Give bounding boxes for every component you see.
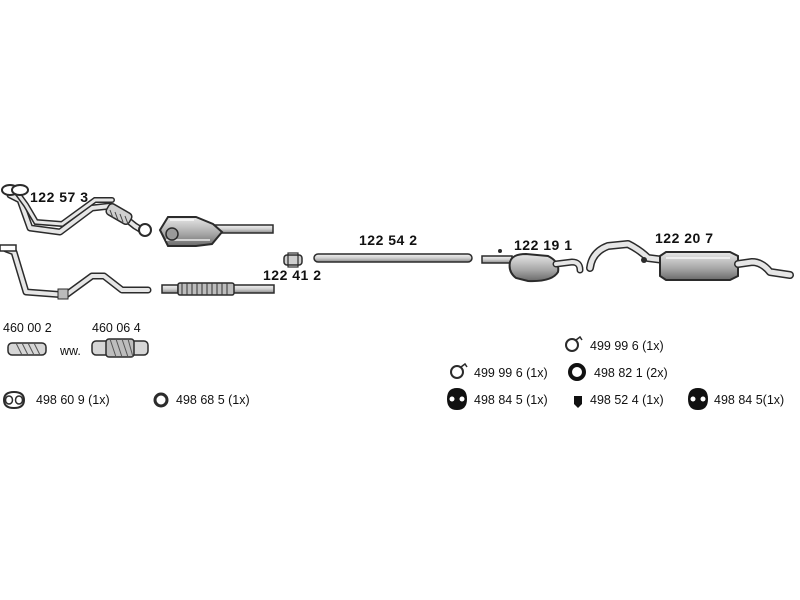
label-clamp-mid: 499 99 6 (1x): [474, 366, 548, 380]
label-ring: 498 68 5 (1x): [176, 393, 250, 407]
front-pipe-variant: [0, 244, 152, 300]
clamp-part: [283, 252, 303, 268]
label-rubber: 498 52 4 (1x): [590, 393, 664, 407]
rear-silencer: [586, 240, 794, 281]
middle-silencer: [481, 249, 584, 283]
label-front-pipe: 122 57 3: [30, 189, 89, 205]
flex-piece-b: [91, 338, 149, 358]
rubber-mount-icon: [574, 396, 582, 408]
label-clamp: 122 41 2: [263, 267, 322, 283]
clamp-icon-2: [450, 362, 468, 379]
flex-pipe: [161, 282, 275, 296]
hanger-icon-b: [688, 388, 708, 410]
label-hanger-a: 498 84 5 (1x): [474, 393, 548, 407]
label-rear-silencer: 122 20 7: [655, 230, 714, 246]
gasket-icon: [2, 390, 26, 410]
label-flex-a: 460 00 2: [3, 321, 52, 335]
label-ring-mid: 498 82 1 (2x): [594, 366, 668, 380]
label-center-pipe: 122 54 2: [359, 232, 418, 248]
label-gasket: 498 60 9 (1x): [36, 393, 110, 407]
catalytic-converter: [158, 216, 274, 247]
label-flex-b: 460 06 4: [92, 321, 141, 335]
hanger-icon-a: [447, 388, 467, 410]
label-flex-sep: ww.: [60, 344, 81, 358]
flex-piece-a: [7, 342, 47, 356]
center-pipe: [313, 253, 473, 263]
label-mid-silencer: 122 19 1: [514, 237, 573, 253]
label-hanger-b: 498 84 5(1x): [714, 393, 785, 407]
ring-icon: [153, 392, 169, 408]
clamp-icon: [565, 335, 583, 352]
label-clamp-top: 499 99 6 (1x): [590, 339, 664, 353]
rubber-ring-icon: [568, 363, 586, 381]
front-pipe: [1, 184, 152, 237]
